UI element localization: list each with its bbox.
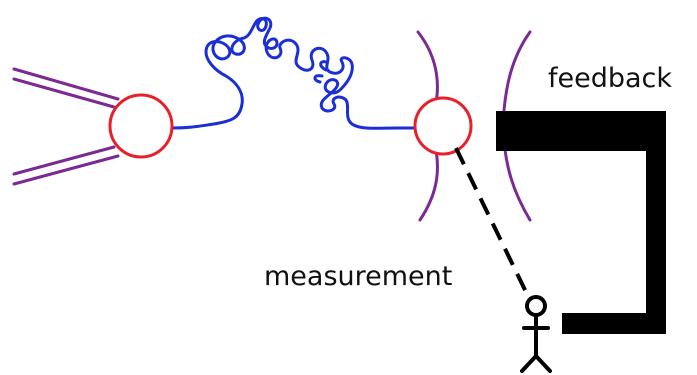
- observer-icon: [520, 295, 552, 373]
- feedback-bar-vertical: [646, 120, 666, 334]
- left-trap-upper-arm-b: [12, 77, 116, 109]
- observer-head: [525, 295, 547, 317]
- measurement-label: measurement: [264, 261, 452, 292]
- polymer-tether: [170, 16, 420, 130]
- right-bead: [413, 96, 473, 156]
- left-trap-lower-arm-b: [12, 154, 120, 186]
- feedback-bracket: [496, 111, 666, 334]
- feedback-bar-horizontal-top: [496, 111, 666, 151]
- left-trap-arms: [12, 67, 120, 186]
- feedback-label: feedback: [548, 63, 672, 94]
- observer-leg-right: [534, 354, 552, 373]
- left-bead: [108, 93, 174, 159]
- left-trap-lower-arm-a: [12, 145, 116, 176]
- measurement-dashed-line: [454, 147, 528, 293]
- feedback-bar-horizontal-bottom: [562, 313, 666, 334]
- polymer-tether-end-loop: [313, 60, 328, 84]
- observer-leg-left: [520, 354, 538, 373]
- left-trap-upper-arm-a: [12, 67, 120, 101]
